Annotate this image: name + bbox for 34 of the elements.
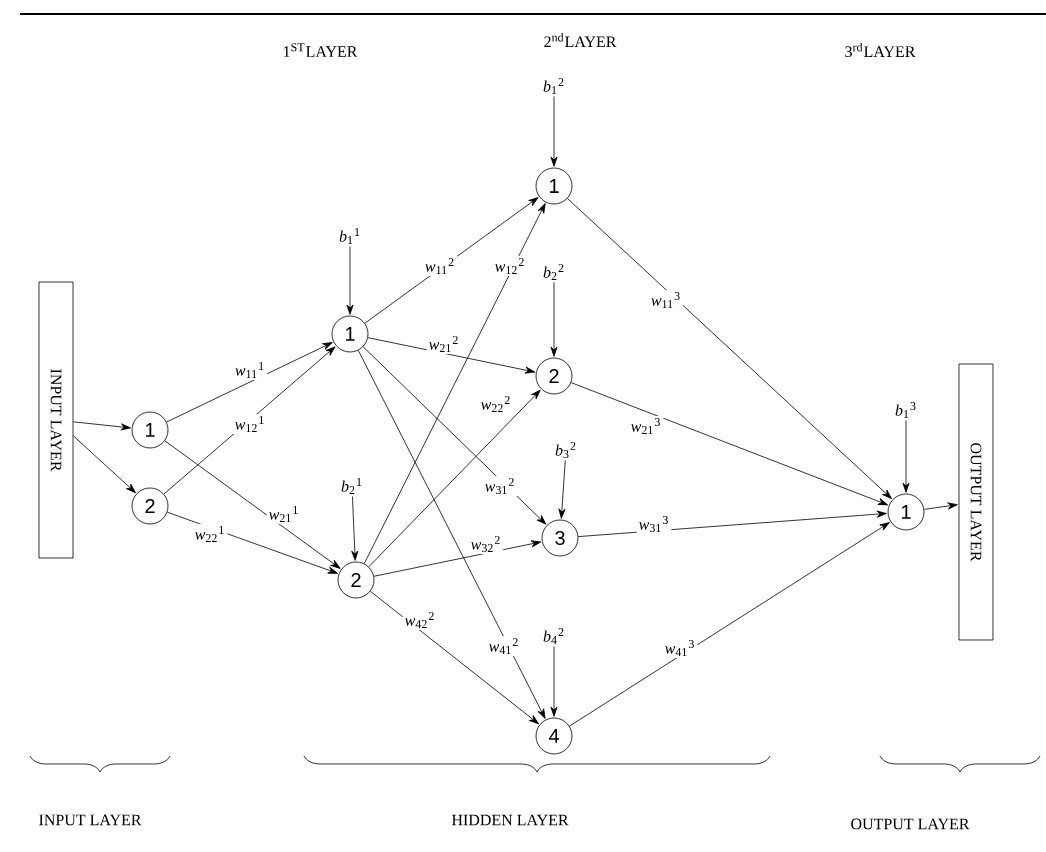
arrow bbox=[363, 203, 546, 564]
arrow bbox=[357, 350, 546, 719]
layer-caption: 2$^{nd}$LAYER bbox=[544, 33, 617, 47]
arrow bbox=[550, 96, 558, 167]
arrow bbox=[351, 496, 359, 561]
arrow bbox=[550, 282, 558, 357]
arrow bbox=[558, 460, 566, 519]
arrow bbox=[902, 420, 910, 493]
arrow bbox=[567, 198, 892, 500]
arrow bbox=[550, 645, 558, 717]
arrow bbox=[362, 346, 547, 525]
arrow bbox=[569, 522, 890, 727]
layer-caption: 1$^{ST}$LAYER bbox=[284, 43, 358, 57]
arrow bbox=[166, 511, 338, 574]
arrow bbox=[923, 502, 958, 510]
arrow bbox=[570, 382, 889, 506]
arrow bbox=[373, 540, 542, 577]
arrow bbox=[164, 440, 341, 569]
arrow bbox=[163, 346, 336, 495]
arrow bbox=[166, 342, 333, 423]
arrow bbox=[73, 421, 131, 431]
layer-caption: 3$^{rd}$LAYER bbox=[845, 42, 916, 58]
arrow bbox=[370, 590, 539, 725]
arrow bbox=[367, 337, 536, 374]
arrow bbox=[368, 389, 541, 568]
layer-box: OUTPUT LAYER bbox=[958, 363, 994, 641]
arrow bbox=[364, 197, 539, 324]
layer-caption: INPUT LAYER bbox=[39, 814, 142, 826]
arrow bbox=[346, 246, 354, 315]
arrow bbox=[577, 510, 887, 537]
arrow bbox=[73, 435, 136, 494]
layer-caption: HIDDEN LAYER bbox=[451, 814, 569, 826]
layer-caption: OUTPUT LAYER bbox=[851, 818, 970, 830]
layer-box: INPUT LAYER bbox=[38, 281, 74, 559]
